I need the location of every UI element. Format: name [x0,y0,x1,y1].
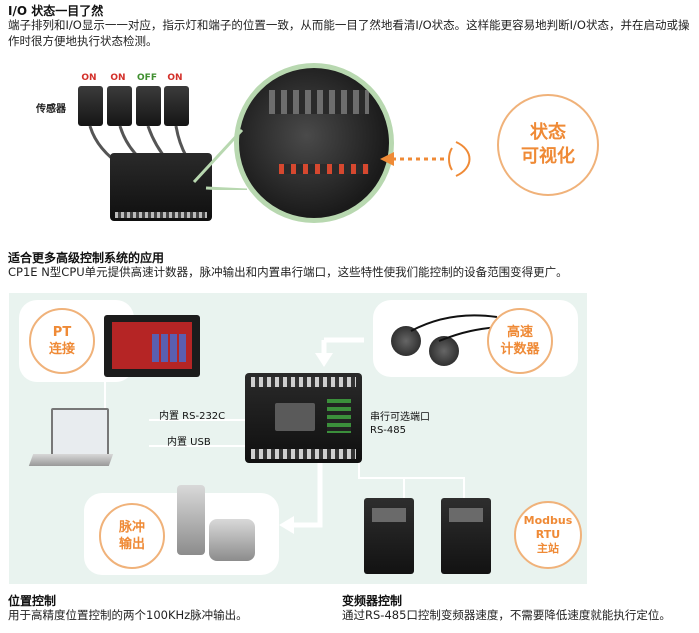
pt-line-2: 连接 [48,342,75,357]
inverter-2-display [449,508,483,522]
sensor-state-1: ON [81,73,97,83]
counter-bubble: 高速 计数器 [487,308,553,374]
rs232-label: 内置 RS-232C [159,411,226,422]
visualization-bubble: 状态 可视化 [497,94,599,196]
encoder-2 [429,336,459,366]
sensor-1 [78,86,103,126]
section-body-inverter-control: 通过RS-485口控制变频器速度，不需要降低速度就能执行定位。 [342,608,671,622]
modbus-line-2: RTU [535,528,561,541]
inverter-2 [441,498,491,574]
section-title-advanced-control: 适合更多高级控制系统的应用 [8,251,165,265]
sensor-4 [164,86,189,126]
servo-drive [177,485,205,555]
inverter-1-display [372,508,406,522]
plc-terminal-strip [115,212,207,218]
usb-label: 内置 USB [167,437,211,448]
inverter-1 [364,498,414,574]
section-body-io-status: 端子排列和I/O显示一一对应，指示灯和端子的位置一致，从而能一目了然地看清I/O… [8,18,690,48]
bubble-line-1: 状态 [530,122,566,143]
sensor-2 [107,86,132,126]
pulse-line-2: 输出 [118,537,145,552]
encoder-1 [391,326,421,356]
plc-unit-small [110,153,212,221]
servo-motor [209,519,255,561]
modbus-bubble: Modbus RTU 主站 [514,501,582,569]
zoom-terminals [269,90,369,114]
system-diagram: PT 连接 高速 计数器 内置 RS-232C 内置 USB [9,293,587,584]
view-arrow [380,141,471,177]
pt-bubble: PT 连接 [29,308,95,374]
zoom-indicator-leds [279,164,369,174]
plc-io-leds [327,399,351,433]
pulse-bubble: 脉冲 输出 [99,503,165,569]
section-body-position-control: 用于高精度位置控制的两个100KHz脉冲输出。 [8,608,248,622]
serial-label-line-1: 串行可选端口 [370,412,430,423]
plc-serial-port [275,403,315,431]
modbus-line-1: Modbus [523,514,573,527]
pt-line-1: PT [52,325,72,340]
hmi-screen [112,322,192,369]
counter-line-1: 高速 [506,325,533,340]
hmi-keypad [152,334,186,362]
laptop-keyboard [28,454,114,466]
connection-arrows [104,337,465,534]
section-title-position-control: 位置控制 [8,594,57,608]
zoom-connector [192,128,248,190]
laptop-screen [51,408,109,456]
modbus-line-3: 主站 [537,542,559,555]
plc-bottom-terminals [251,449,356,459]
pulse-line-1: 脉冲 [118,520,145,535]
section-title-inverter-control: 变频器控制 [342,594,403,608]
plc-cpu-unit [245,373,362,463]
zoom-view [234,63,394,223]
section-body-advanced-control: CP1E N型CPU单元提供高速计数器，脉冲输出和内置串行端口，这些特性使我们能… [8,265,568,279]
bubble-line-2: 可视化 [521,146,575,167]
section-title-io-status: I/O 状态一目了然 [8,4,104,18]
io-status-figure: 传感器 ON ON OFF ON 状态 可视化 [0,60,699,240]
sensor-state-3: OFF [137,73,157,83]
serial-option-label: 串行可选端口 RS-485 [370,411,430,437]
counter-line-2: 计数器 [500,342,540,357]
sensor-3 [136,86,161,126]
hmi-terminal [104,315,200,377]
sensor-label: 传感器 [36,104,66,115]
sensor-state-4: ON [167,73,183,83]
plc-top-terminals [251,377,356,387]
sensor-state-2: ON [110,73,126,83]
serial-label-line-2: RS-485 [370,425,406,436]
